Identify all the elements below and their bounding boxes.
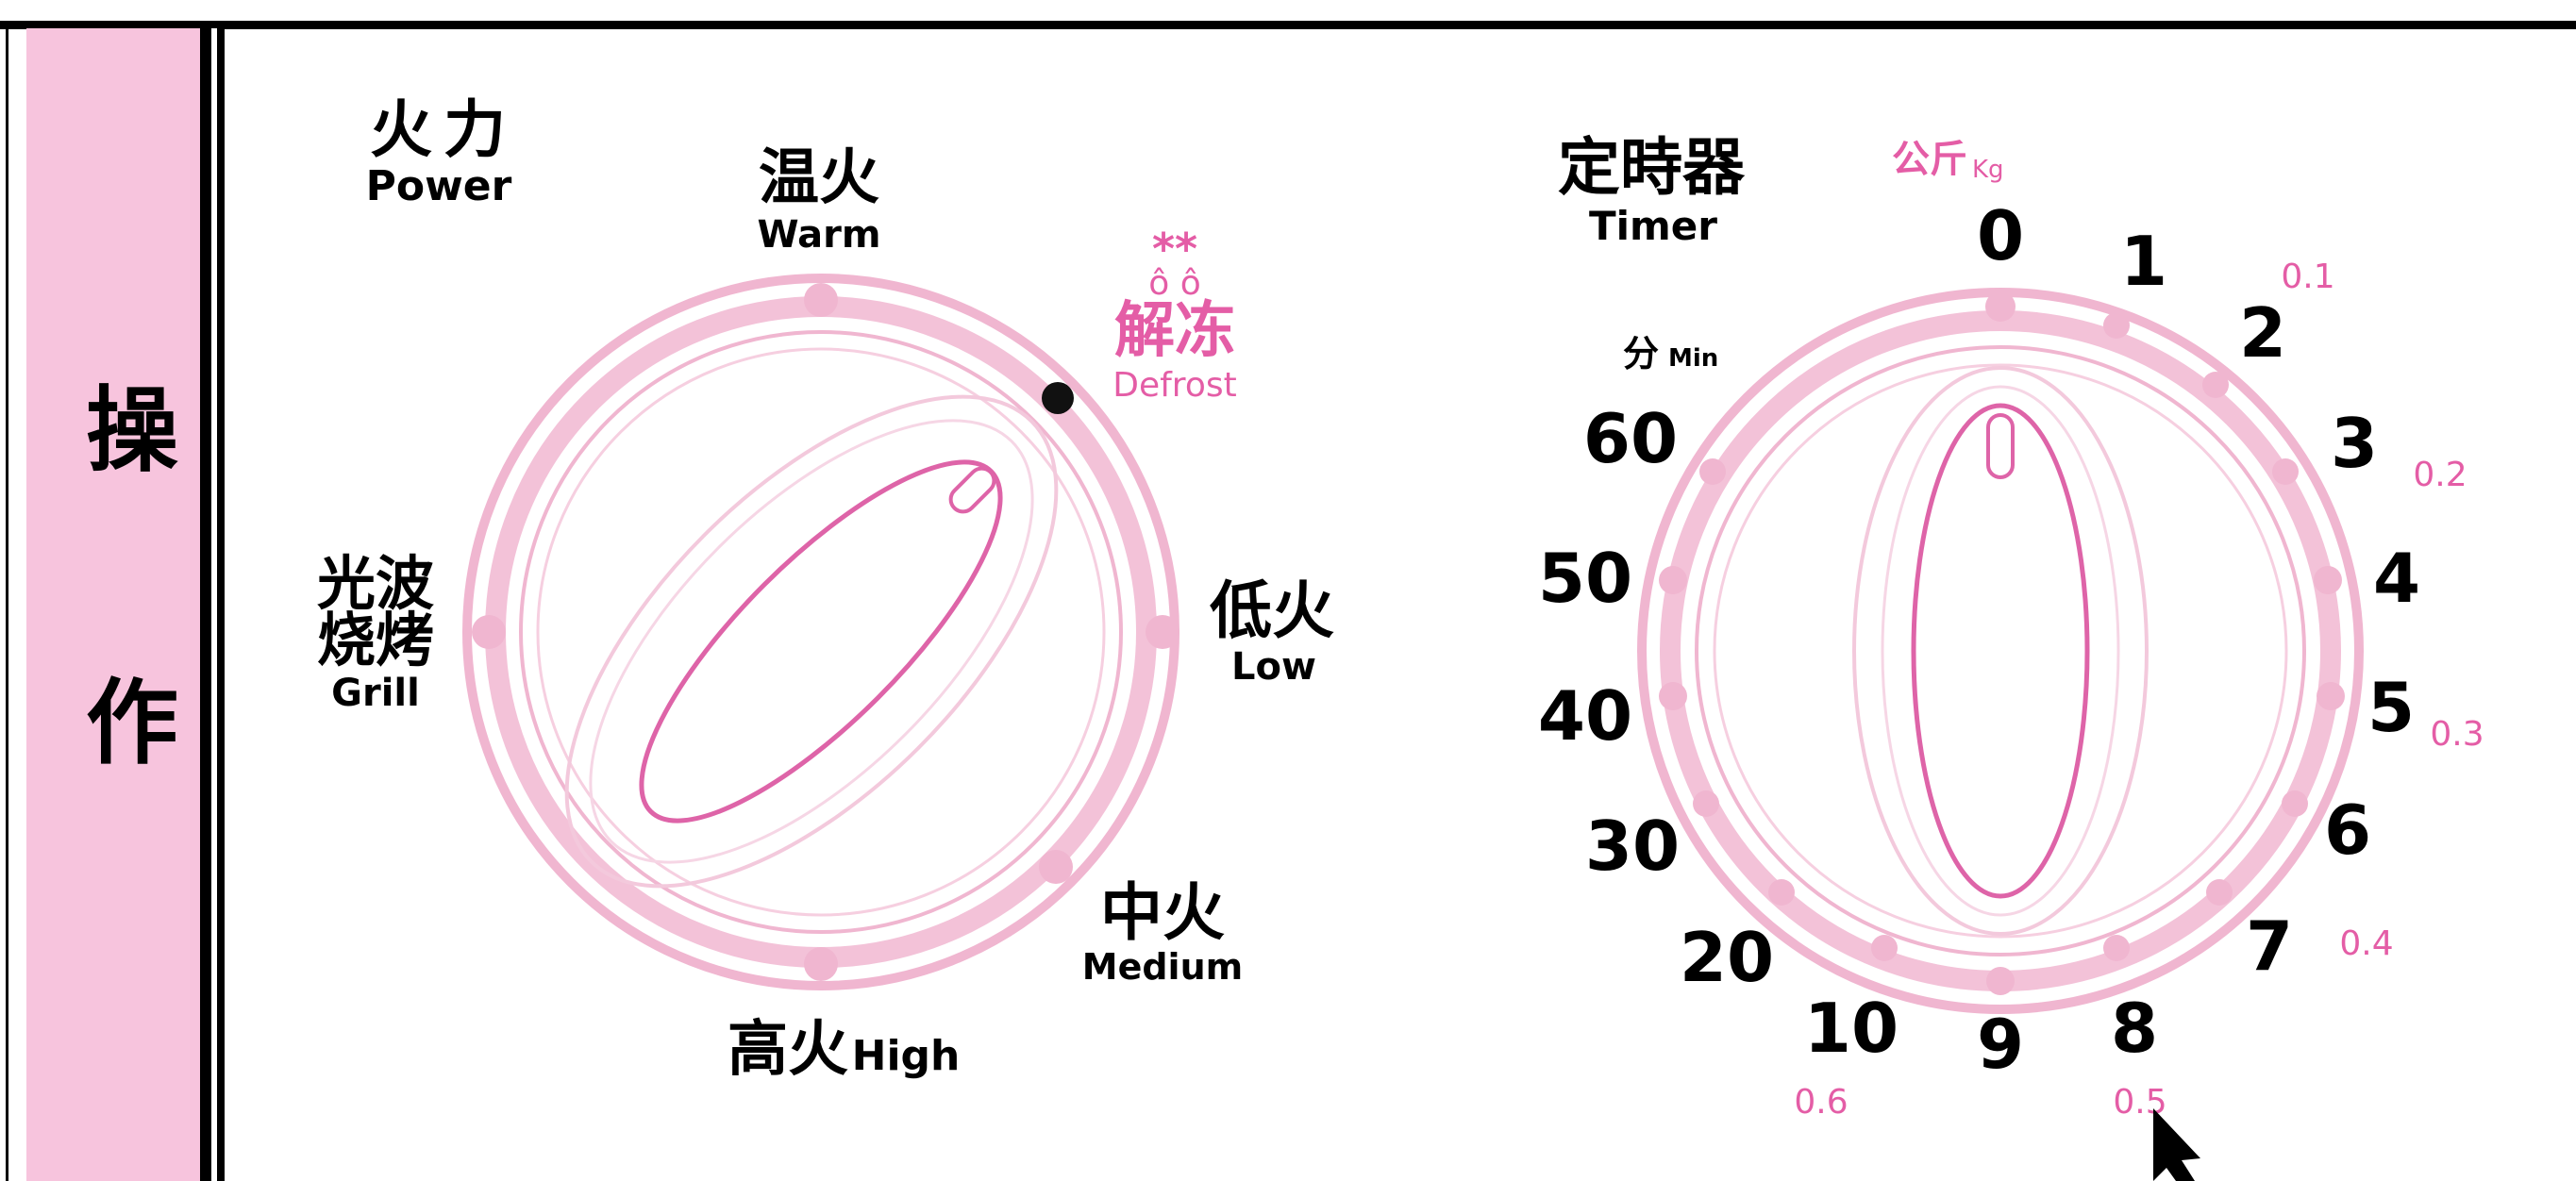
timer-minute-labels: 0 1 2 3 4 5 6 7 8 9 10 20 30 40 50 60 (1538, 196, 2420, 1084)
power-defrost-symbol: ** (1152, 224, 1197, 274)
timer-kg-labels: 0.1 0.2 0.3 0.4 0.5 0.6 (1794, 258, 2484, 1122)
minute-mark: 9 (1977, 1005, 2024, 1084)
minute-mark: 40 (1538, 676, 1632, 756)
minute-mark: 7 (2246, 907, 2293, 986)
minute-mark: 6 (2324, 790, 2371, 870)
minute-mark: 8 (2111, 989, 2158, 1068)
power-grill-en: Grill (331, 672, 420, 715)
kg-mark: 0.2 (2413, 456, 2467, 494)
minute-mark: 50 (1538, 539, 1632, 618)
timer-knob-pointer[interactable] (1911, 403, 2090, 899)
power-warm-cn: 温火 (759, 143, 879, 213)
power-low-cn: 低火 (1210, 574, 1334, 647)
side-title-bottom: 作 (86, 670, 178, 777)
timer-title-cn: 定時器 (1558, 131, 1746, 204)
side-title-top: 操 (86, 377, 178, 485)
power-defrost-drops: ô ô (1148, 264, 1201, 303)
power-warm-en: Warm (757, 213, 880, 257)
timer-kg-en: Kg (1972, 156, 2004, 184)
power-grill-cn-1: 光波 (317, 549, 434, 618)
minute-mark: 30 (1585, 807, 1680, 886)
power-title-cn: 火力 (370, 93, 517, 166)
minute-mark: 1 (2120, 222, 2167, 301)
minute-mark: 60 (1583, 399, 1678, 478)
power-title-en: Power (366, 162, 512, 210)
side-pink-strip (26, 28, 200, 1181)
minute-mark: 5 (2367, 668, 2415, 747)
minute-mark: 2 (2239, 293, 2286, 373)
timer-min-en: Min (1668, 344, 1718, 373)
minute-mark: 10 (1804, 989, 1899, 1068)
power-medium-cn: 中火 (1100, 876, 1225, 949)
minute-mark: 4 (2373, 539, 2420, 618)
power-dial (462, 274, 1179, 990)
timer-dial-ticks (1659, 291, 2345, 995)
timer-dial (1637, 288, 2364, 1014)
kg-mark: 0.3 (2430, 715, 2484, 754)
arrow-cursor-icon (2153, 1108, 2200, 1181)
power-defrost-cn: 解冻 (1114, 296, 1235, 366)
power-low-en: Low (1231, 645, 1316, 689)
kg-mark: 0.6 (1794, 1083, 1848, 1122)
minute-mark: 20 (1680, 918, 1774, 997)
timer-min-cn: 分 (1623, 333, 1659, 374)
minute-mark: 3 (2331, 404, 2378, 483)
kg-mark: 0.1 (2281, 258, 2334, 296)
power-grill-cn-2: 烧烤 (317, 606, 434, 674)
power-dial-ticks (472, 283, 1179, 981)
timer-knob-plate (1852, 366, 2149, 936)
power-knob-plate (564, 394, 1059, 889)
kg-mark: 0.4 (2339, 924, 2393, 963)
power-knob-pointer[interactable] (594, 415, 1048, 869)
indicator-dot-icon (1042, 382, 1074, 414)
timer-title-en: Timer (1589, 203, 1717, 249)
power-high-en: High (852, 1032, 961, 1080)
power-medium-en: Medium (1082, 946, 1243, 988)
timer-kg-cn: 公斤 (1892, 138, 1967, 181)
power-high-cn: 高火 (728, 1015, 848, 1085)
power-defrost-en: Defrost (1112, 366, 1236, 405)
minute-mark: 0 (1977, 196, 2024, 275)
